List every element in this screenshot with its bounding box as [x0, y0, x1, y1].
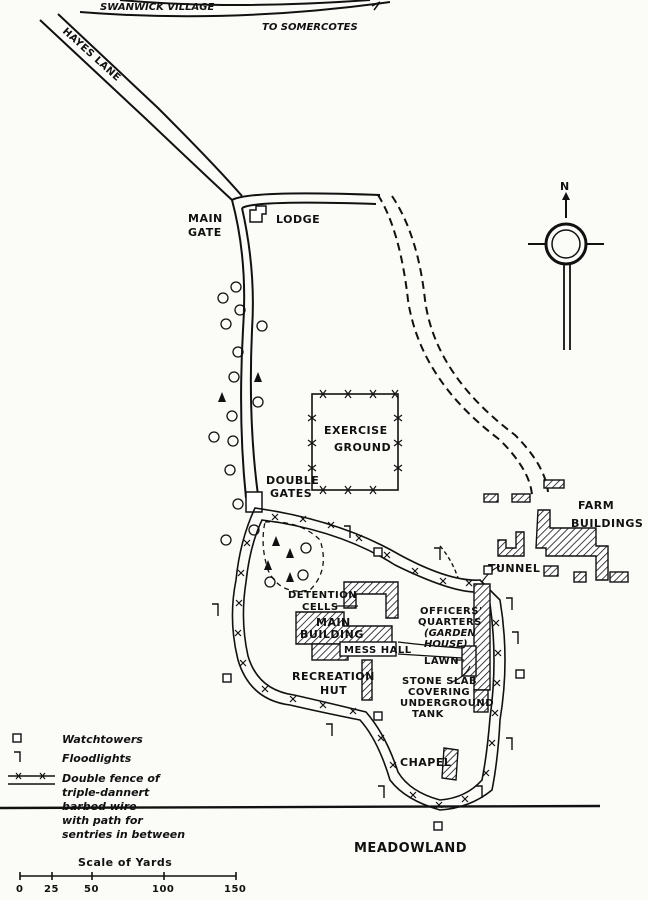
north-label: N — [560, 180, 570, 193]
legend-fence-1: Double fence of — [62, 772, 161, 785]
exercise-ground-fence — [307, 389, 403, 495]
hayes-lane-road — [39, 13, 381, 499]
lawn-label: LAWN — [424, 656, 459, 667]
legend-floodlights: Floodlights — [62, 752, 132, 765]
officers-label-4: HOUSE) — [424, 639, 468, 650]
floodlights — [212, 525, 519, 798]
detention-cells-label-2: CELLS — [302, 602, 339, 613]
exercise-ground-label-1: EXERCISE — [324, 424, 388, 437]
meadowland-boundary — [0, 804, 601, 810]
legend-floodlight-icon — [14, 751, 21, 762]
stone-slab-label-1: STONE SLAB — [402, 676, 477, 687]
main-building-label-1: MAIN — [316, 616, 351, 629]
legend-fence-5: sentries in between — [62, 828, 185, 841]
stone-slab-label-2: COVERING — [408, 687, 470, 698]
officers-label-1: OFFICERS' — [420, 606, 483, 617]
hayes-lane-label: HAYES LANE — [60, 26, 123, 84]
tunnel-line — [439, 545, 459, 579]
officers-label-2: QUARTERS — [418, 617, 482, 628]
stone-slab-label-3: UNDERGROUND — [400, 698, 494, 709]
main-gate-label-1: MAIN — [188, 212, 223, 225]
lodge-label: LODGE — [276, 213, 320, 226]
main-building-complex — [295, 581, 491, 713]
north-compass-icon: N — [528, 180, 604, 350]
double-gates-label-1: DOUBLE — [266, 474, 319, 487]
main-gate-label-2: GATE — [188, 226, 222, 239]
legend-fence-4: with path for — [62, 814, 143, 827]
chapel-building — [441, 747, 459, 781]
conifers — [218, 372, 294, 582]
dashed-track — [377, 194, 549, 496]
stone-slab-label-4: TANK — [412, 709, 445, 720]
farm-buildings-label-1: FARM — [578, 499, 614, 512]
watchtowers — [222, 547, 525, 831]
legend-fence-2: triple-dannert — [62, 786, 150, 799]
detention-cells-label-1: DETENTION — [288, 590, 357, 601]
farm-buildings — [483, 479, 629, 583]
chapel-label: CHAPEL — [400, 756, 451, 769]
officers-label-3: (GARDEN — [424, 628, 476, 639]
scale-tick-100: 100 — [152, 884, 174, 895]
legend-watchtowers: Watchtowers — [62, 733, 143, 746]
scale-tick-150: 150 — [224, 884, 246, 895]
scale-tick-50: 50 — [84, 884, 99, 895]
scale-tick-0: 0 — [16, 884, 23, 895]
trees-lane — [208, 281, 312, 588]
scale-bar: Scale of Yards 0 25 50 100 150 — [16, 856, 246, 895]
legend-watchtower-icon — [12, 733, 22, 743]
exercise-ground-label-2: GROUND — [334, 441, 391, 454]
lodge-building — [249, 205, 267, 223]
farm-buildings-label-2: BUILDINGS — [571, 517, 643, 530]
scale-tick-25: 25 — [44, 884, 59, 895]
recreation-hut-label-1: RECREATION — [292, 670, 375, 683]
recreation-hut-label-2: HUT — [320, 684, 347, 697]
legend: Watchtowers Floodlights Double fence of … — [8, 733, 185, 841]
top-road — [79, 0, 391, 18]
legend-fence-icon — [8, 772, 55, 785]
mess-hall-label: MESS HALL — [344, 645, 412, 656]
legend-fence-3: barbed wire — [62, 800, 137, 813]
somercotes-road-label: TO SOMERCOTES — [262, 22, 358, 33]
main-building-label-2: BUILDING — [300, 628, 364, 641]
scale-title: Scale of Yards — [78, 856, 172, 869]
tunnel-label: TUNNEL — [488, 562, 540, 575]
double-gates-label-2: GATES — [270, 487, 312, 500]
meadowland-label: MEADOWLAND — [354, 841, 467, 856]
perimeter-fence — [231, 507, 506, 811]
swanwick-road-label: SWANWICK VILLAGE — [100, 2, 214, 13]
